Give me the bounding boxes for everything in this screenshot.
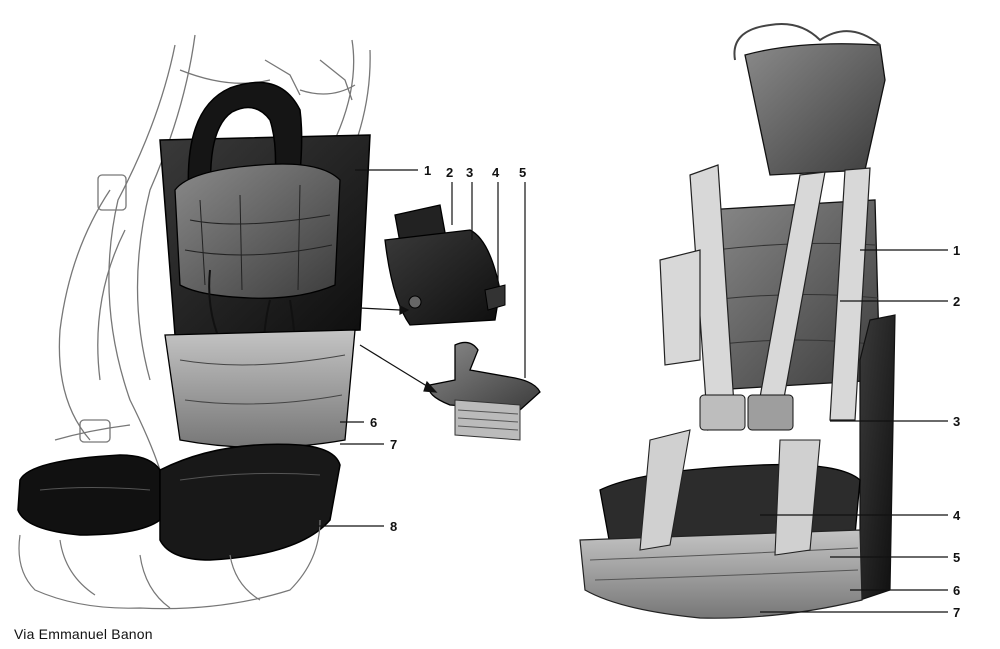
left-bucket-shading	[179, 354, 346, 405]
left-survival-pack	[18, 519, 321, 610]
right-callout-5: 5	[953, 550, 960, 565]
right-top-cord	[733, 23, 881, 61]
left-callout-7: 7	[390, 437, 397, 452]
left-seat-illustration: 1 2 3 4 5 6 7 8	[17, 34, 541, 610]
image-credit: Via Emmanuel Banon	[14, 626, 153, 642]
right-callout-6: 6	[953, 583, 960, 598]
left-callout-2: 2	[446, 165, 453, 180]
left-pack-folds	[184, 184, 333, 291]
right-callouts: 1 2 3 4 5 6 7	[760, 243, 961, 620]
left-harness-outline	[54, 34, 371, 471]
left-parachute-pack	[174, 163, 341, 299]
left-callout-1: 1	[424, 163, 431, 178]
left-detail-buckle	[428, 341, 541, 441]
left-seat-cushion-left	[17, 454, 161, 536]
left-seat-bucket	[164, 329, 356, 449]
right-base-shading	[589, 547, 859, 581]
right-center-buckle	[699, 394, 794, 431]
right-callout-4: 4	[953, 508, 961, 523]
left-detail-handle-unit	[384, 204, 506, 326]
left-callout-5: 5	[519, 165, 526, 180]
right-callout-1: 1	[953, 243, 960, 258]
left-seat-cushion-right	[159, 443, 341, 561]
right-harness-straps	[659, 164, 871, 431]
right-callout-3: 3	[953, 414, 960, 429]
left-callouts: 1 2 3 4 5 6 7 8	[318, 163, 526, 534]
right-callout-7: 7	[953, 605, 960, 620]
right-callout-2: 2	[953, 294, 960, 309]
left-callout-3: 3	[466, 165, 473, 180]
right-top-parachute-bag	[744, 43, 886, 176]
left-cushion-highlights	[39, 472, 321, 491]
left-callout-4: 4	[492, 165, 500, 180]
right-seat-base	[579, 529, 863, 619]
left-detail-pointers	[359, 305, 438, 393]
left-callout-6: 6	[370, 415, 377, 430]
left-callout-8: 8	[390, 519, 397, 534]
right-leg-straps	[639, 429, 821, 556]
right-seat-frame	[859, 314, 896, 601]
right-seat-illustration: 1 2 3 4 5 6 7	[579, 23, 961, 620]
